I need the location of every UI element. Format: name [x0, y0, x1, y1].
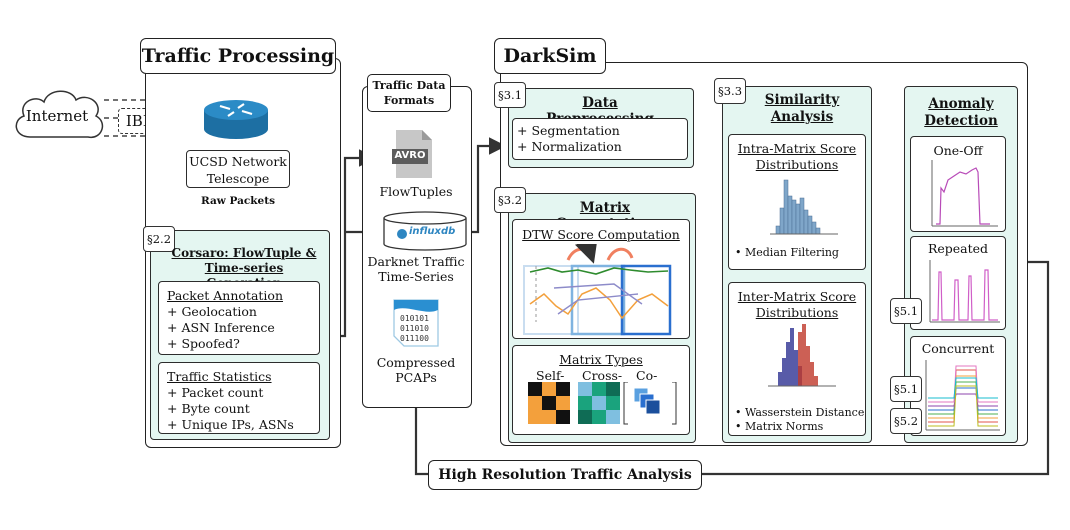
- influxdb-label: influxdb: [409, 226, 456, 237]
- inter-matrix-item: • Matrix Norms: [735, 420, 824, 433]
- packet-annotation-item: + Spoofed?: [167, 336, 240, 351]
- section-tag-3-2: §3.2: [494, 187, 526, 213]
- pcap-bits: 010101 011010 011100: [400, 314, 440, 344]
- one-off-plot: [931, 160, 998, 227]
- similarity-title: Similarity Analysis: [764, 92, 840, 125]
- co-matrix-icon: [633, 387, 661, 415]
- intra-matrix-title: Intra-Matrix Score Distributions: [737, 141, 857, 172]
- traffic-statistics-item: + Packet count: [167, 385, 264, 400]
- traffic-statistics-box: Traffic Statistics + Packet count + Byte…: [158, 362, 320, 434]
- anomaly-type-label: One-Off: [933, 143, 983, 158]
- pcap-bit-row: 011100: [400, 334, 429, 343]
- traffic-processing-title: Traffic Processing: [140, 38, 336, 74]
- section-tag-3-1: §3.1: [494, 82, 526, 108]
- inter-matrix-box: Inter-Matrix Score Distributions • Wasse…: [728, 282, 866, 436]
- dtw-title: DTW Score Computation: [522, 227, 680, 242]
- repeated-plot: [929, 260, 1000, 323]
- internet-cloud: Internet: [8, 82, 108, 152]
- traffic-statistics-title: Traffic Statistics: [167, 369, 272, 384]
- matrix-type-swatches: [528, 382, 677, 425]
- darknet-ts-label: Darknet Traffic Time-Series: [367, 254, 465, 284]
- preprocessing-step: + Normalization: [517, 139, 622, 154]
- anomaly-type-label: Concurrent: [921, 341, 995, 356]
- router-icon: [200, 96, 272, 142]
- inter-matrix-title: Inter-Matrix Score Distributions: [737, 289, 857, 320]
- packet-annotation-item: + Geolocation: [167, 304, 257, 319]
- cross-matrix-icon: [578, 382, 620, 424]
- telescope-box: UCSD Network Telescope: [186, 150, 290, 188]
- raw-packets-label: Raw Packets: [201, 195, 275, 207]
- flowtuples-label: FlowTuples: [379, 184, 453, 199]
- inter-histogram: [768, 324, 836, 387]
- packet-annotation-box: Packet Annotation + Geolocation + ASN In…: [158, 281, 320, 355]
- traffic-statistics-item: + Byte count: [167, 401, 250, 416]
- pcap-bit-row: 010101: [400, 314, 429, 323]
- anomaly-title: Anomaly Detection: [924, 96, 998, 129]
- matrix-type-co: Co-: [636, 368, 658, 383]
- section-tag-2-2: §2.2: [143, 226, 175, 252]
- internet-label: Internet: [25, 107, 89, 125]
- anomaly-card-repeated: Repeated: [910, 236, 1006, 330]
- anomaly-type-label: Repeated: [927, 241, 989, 256]
- traffic-statistics-item: + Unique IPs, ASNs: [167, 417, 294, 432]
- section-tag-5-1: §5.1: [890, 298, 922, 324]
- inter-matrix-item: • Wasserstein Distance: [735, 406, 865, 419]
- pcap-bit-row: 011010: [400, 324, 429, 333]
- packet-annotation-item: + ASN Inference: [167, 320, 275, 335]
- intra-matrix-box: Intra-Matrix Score Distributions • Media…: [728, 134, 866, 270]
- section-tag-5-1: §5.1: [890, 376, 922, 402]
- formats-title: Traffic Data Formats: [367, 74, 451, 112]
- intra-histogram: [770, 179, 838, 235]
- matrix-types-title: Matrix Types: [559, 352, 643, 367]
- section-tag-5-2: §5.2: [890, 408, 922, 434]
- anomaly-card-one-off: One-Off: [910, 136, 1006, 232]
- pcap-file-icon: 010101 011010 011100: [392, 298, 440, 348]
- preprocessing-steps-box: + Segmentation + Normalization: [512, 118, 688, 160]
- darksim-title: DarkSim: [494, 38, 606, 74]
- to-darksim-arrow: [468, 137, 507, 234]
- matrix-type-self: Self-: [536, 368, 565, 383]
- preprocessing-step: + Segmentation: [517, 123, 620, 138]
- dtw-illustration: [523, 244, 672, 336]
- hires-to-pcaps-arrow: [407, 387, 428, 476]
- pcaps-label: Compressed PCAPs: [376, 355, 456, 385]
- hi-res-analysis-box: High Resolution Traffic Analysis: [428, 460, 702, 490]
- anomaly-to-hires-line: [702, 260, 1050, 476]
- avro-label: AVRO: [394, 150, 426, 161]
- dtw-box: DTW Score Computation: [512, 219, 690, 339]
- self-matrix-icon: [528, 382, 570, 424]
- cloud-icon: [15, 90, 104, 138]
- matrix-type-cross: Cross-: [582, 368, 623, 383]
- packet-annotation-title: Packet Annotation: [167, 288, 283, 303]
- intra-matrix-item: • Median Filtering: [735, 246, 839, 259]
- avro-file-icon: AVRO: [392, 128, 436, 180]
- concurrent-plot: [925, 360, 1000, 431]
- influxdb-icon: influxdb: [381, 210, 469, 252]
- section-tag-3-3: §3.3: [714, 78, 746, 104]
